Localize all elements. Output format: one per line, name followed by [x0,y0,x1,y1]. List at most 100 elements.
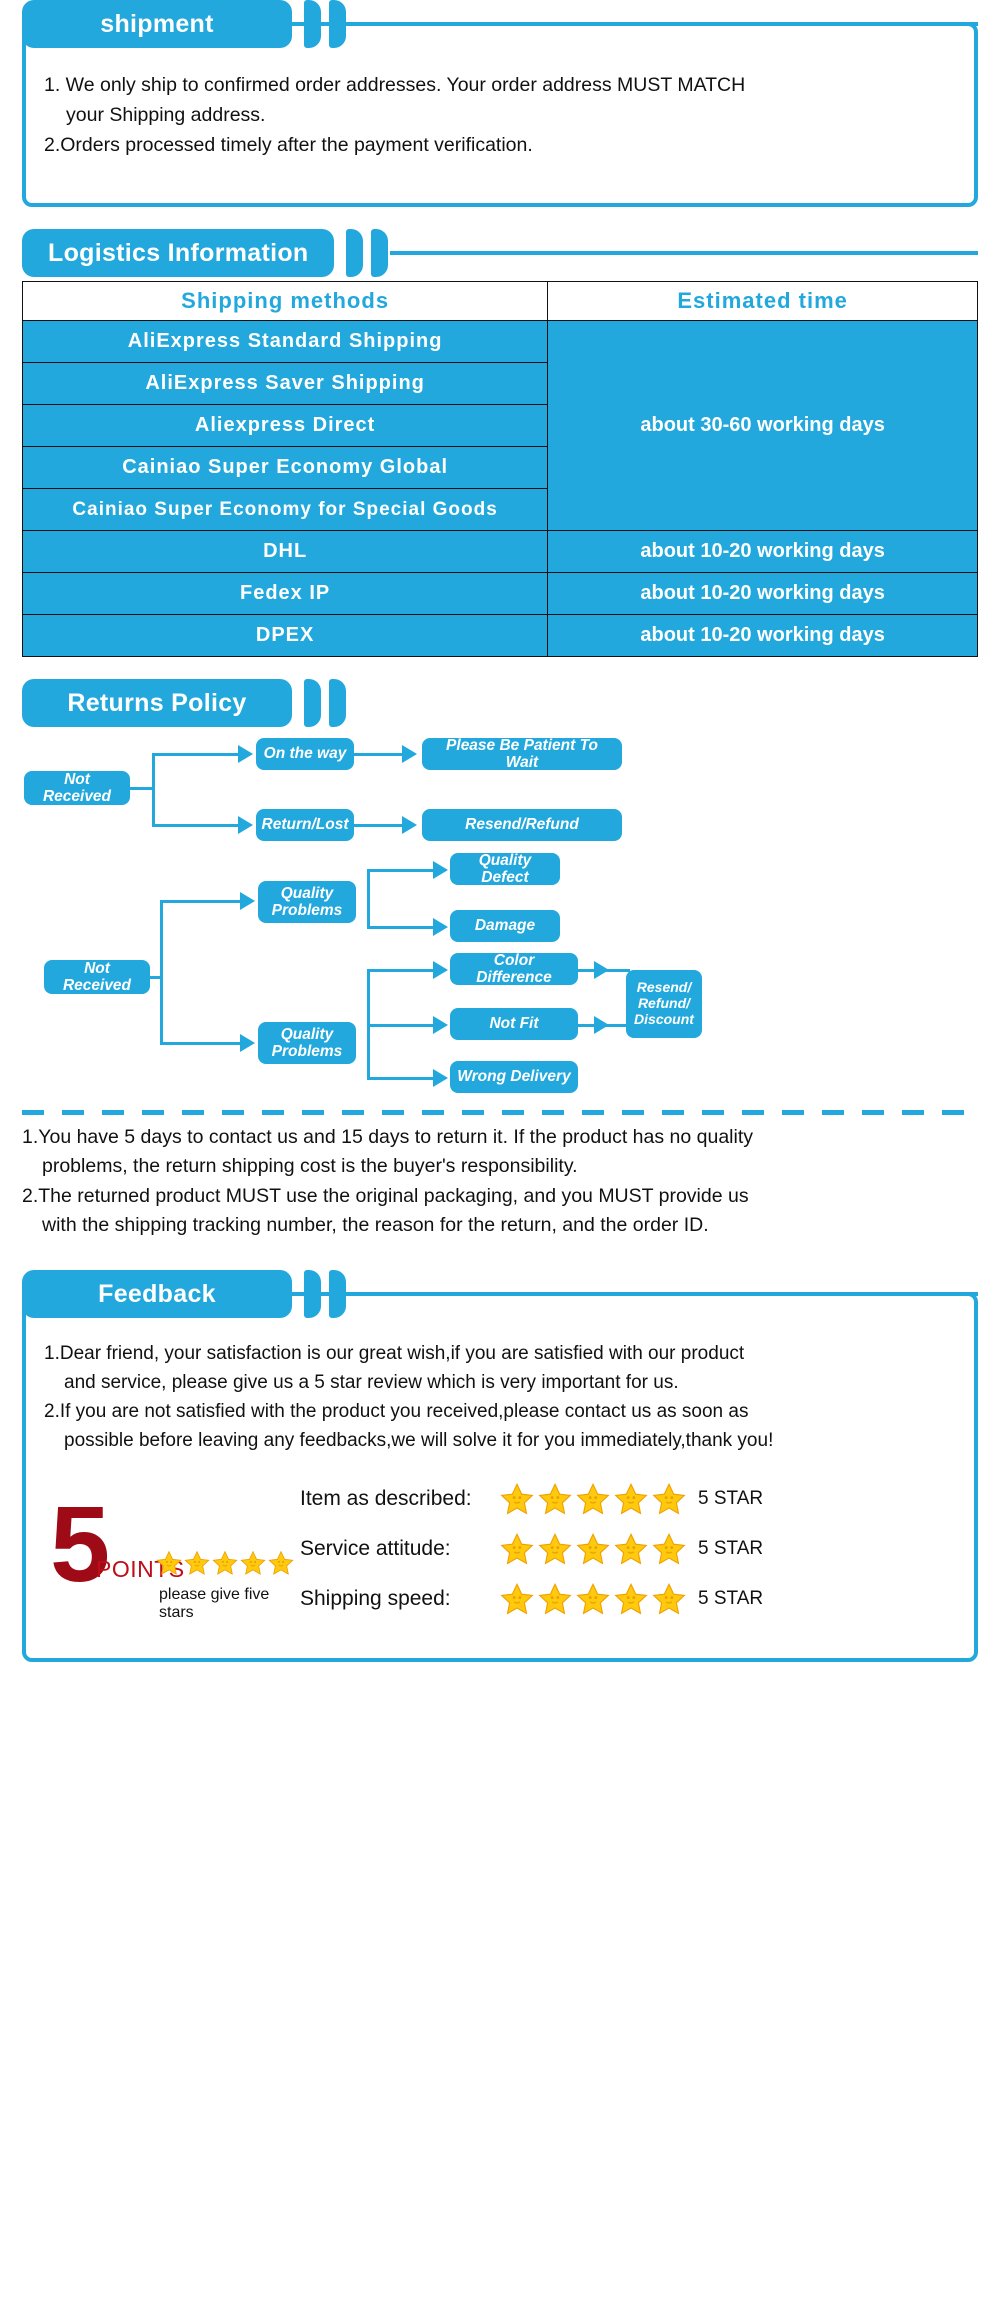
feedback-panel: 1.Dear friend, your satisfaction is our … [22,1292,978,1662]
flow-connector [367,1024,435,1027]
returns-note-1b: problems, the return shipping cost is th… [42,1155,578,1178]
returns-flow-quality-problems: Not Received Quality Problems Quality Pr… [22,852,978,1100]
feedback-line-2: 2.If you are not satisfied with the prod… [44,1400,749,1422]
flow-connector [367,869,435,872]
flow-node-return-lost: Return/Lost [256,809,354,841]
returns-note-2b: with the shipping tracking number, the r… [42,1213,709,1236]
table-row: DHL about 10-20 working days [21,530,978,573]
rating-star-row [500,1582,686,1616]
star-icon [500,1532,534,1566]
flow-arrow [238,816,253,834]
flow-arrow [594,1016,609,1034]
flow-arrow [240,1034,255,1052]
star-icon [184,1550,210,1576]
flow-connector [152,753,155,827]
flow-connector [354,753,404,756]
flow-node-on-the-way: On the way [256,738,354,770]
rating-rows: Item as described: 5 STAR Service attitu… [300,1478,763,1628]
logo-star-row [156,1550,294,1576]
flow-connector [367,969,435,972]
flow-connector [150,976,162,979]
logistics-title: Logistics Information [22,229,335,277]
time-fedex: about 10-20 working days [547,572,978,615]
method-cainiao-global: Cainiao Super Economy Global [21,446,549,489]
flow-node-quality-defect: Quality Defect [450,852,560,886]
table-row: AliExpress Saver Shipping [21,362,978,405]
dashed-divider [22,1110,978,1115]
method-dhl: DHL [21,530,549,573]
col-shipping-methods: Shipping methods [21,281,549,321]
time-dpex: about 10-20 working days [547,614,978,657]
table-row: Aliexpress Direct [21,404,978,447]
star-icon [538,1482,572,1516]
table-row: AliExpress Standard Shipping about 30-60… [21,320,978,531]
shipment-line-3: 2.Orders processed timely after the paym… [44,134,533,157]
flow-node-damage: Damage [450,910,560,942]
star-icon [576,1482,610,1516]
star-icon [652,1532,686,1566]
flow-connector [367,869,370,929]
shipment-line-2: your Shipping address. [66,104,266,127]
table-header-row: Shipping methods Estimated time [21,281,978,321]
header-accent-dot-2 [329,1270,346,1318]
star-icon [576,1582,610,1616]
returns-note-2: 2.The returned product MUST use the orig… [22,1184,749,1207]
logistics-table-wrap: Shipping methods Estimated time AliExpre… [21,251,978,657]
feedback-section-header: Feedback [22,1270,978,1318]
flow-node-wrong-delivery: Wrong Delivery [450,1061,578,1093]
feedback-title: Feedback [22,1270,292,1318]
header-accent-dot-2 [329,0,346,48]
method-aliexpress-saver: AliExpress Saver Shipping [21,362,549,405]
logistics-table: Shipping methods Estimated time AliExpre… [21,281,978,657]
feedback-line-1: 1.Dear friend, your satisfaction is our … [44,1343,745,1364]
rating-label: Item as described: [300,1486,472,1510]
flow-arrow [433,1016,448,1034]
flow-connector [160,900,163,1045]
star-icon [538,1532,572,1566]
flow-node-label: Resend/ Refund/ Discount [634,979,694,1027]
method-dpex: DPEX [21,614,549,657]
flow-node-not-received: Not Received [44,960,150,994]
header-accent-dot-1 [304,1270,321,1318]
header-rule [348,22,978,26]
flow-arrow [240,892,255,910]
flow-node-quality-problems-bottom: Quality Problems [258,1022,356,1064]
star-icon [614,1582,648,1616]
flow-node-not-fit: Not Fit [450,1008,578,1040]
header-accent-dot-1 [304,0,321,48]
flow-connector [367,1077,435,1080]
header-rule [348,1292,978,1296]
logo-caption: please give five stars [159,1586,270,1621]
rating-row-item-as-described: Item as described: 5 STAR [300,1478,763,1520]
method-aliexpress-direct: Aliexpress Direct [21,404,549,447]
flow-node-please-be-patient: Please Be Patient To Wait [422,737,622,771]
rating-row-service-attitude: Service attitude: 5 STAR [300,1528,763,1570]
flow-connector [367,926,435,929]
rating-star-row [500,1482,686,1516]
shipment-title: shipment [22,0,292,48]
feedback-line-1b: and service, please give us a 5 star rev… [64,1371,679,1393]
rating-row-shipping-speed: Shipping speed: 5 STAR [300,1578,763,1620]
rating-value: 5 STAR [698,1537,764,1559]
flow-node-resend-refund: Resend/Refund [422,809,622,841]
header-accent-dot-2 [371,229,389,277]
returns-section-header: Returns Policy [22,679,978,727]
flow-arrow [433,961,448,979]
flow-connector [160,1042,242,1045]
logistics-section-header: Logistics Information [22,229,978,277]
star-icon [500,1582,534,1616]
star-icon [614,1532,648,1566]
time-30-60-days: about 30-60 working days [547,320,978,531]
shipment-panel: 1. We only ship to confirmed order addre… [22,22,978,207]
flow-arrow [402,745,417,763]
flow-connector [152,753,240,756]
header-accent-dot-1 [304,679,321,727]
flow-arrow [433,1069,448,1087]
flow-node-color-difference: Color Difference [450,952,578,986]
flow-connector [152,824,240,827]
flow-node-label: Quality Problems [271,1025,343,1060]
returns-title: Returns Policy [22,679,292,727]
table-row: Fedex IP about 10-20 working days [21,572,978,615]
method-aliexpress-standard: AliExpress Standard Shipping [21,320,549,363]
flow-arrow [433,861,448,879]
